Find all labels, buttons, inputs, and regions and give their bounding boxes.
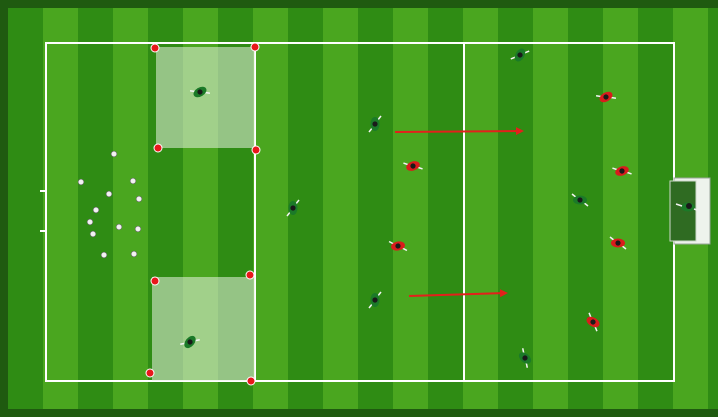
ball-icon	[93, 207, 99, 213]
training-zone-top	[156, 47, 255, 148]
ball-icon	[130, 178, 136, 184]
ball-icon	[90, 231, 96, 237]
ball-icon	[116, 224, 122, 230]
cone-icon	[151, 277, 159, 285]
grass-stripe	[428, 8, 463, 409]
cone-icon	[146, 369, 154, 377]
grass-stripe	[638, 8, 673, 409]
goal	[670, 178, 710, 244]
ball-icon	[101, 252, 107, 258]
ball-icon	[131, 251, 137, 257]
cone-icon	[154, 144, 162, 152]
grass-stripe	[8, 8, 43, 409]
grass-stripe	[568, 8, 603, 409]
grass-stripe	[323, 8, 358, 409]
ball-icon	[78, 179, 84, 185]
grass-stripe	[393, 8, 428, 409]
ball-icon	[136, 196, 142, 202]
training-zone-bottom	[152, 277, 255, 381]
cone-icon	[252, 146, 260, 154]
grass-stripe	[463, 8, 498, 409]
grass-stripe	[113, 8, 148, 409]
ball-icon	[106, 191, 112, 197]
ball-icon	[111, 151, 117, 157]
grass-stripe	[603, 8, 638, 409]
grass-stripe	[43, 8, 78, 409]
cone-icon	[151, 44, 159, 52]
cone-icon	[247, 377, 255, 385]
grass-stripe	[358, 8, 393, 409]
ball-icon	[87, 219, 93, 225]
cone-icon	[251, 43, 259, 51]
arrow-icon	[395, 131, 522, 132]
grass-stripe	[533, 8, 568, 409]
pitch-stripes	[8, 8, 718, 409]
ball-icon	[135, 226, 141, 232]
grass-stripe	[253, 8, 288, 409]
goal-box	[670, 181, 696, 241]
grass-stripe	[498, 8, 533, 409]
cone-icon	[246, 271, 254, 279]
